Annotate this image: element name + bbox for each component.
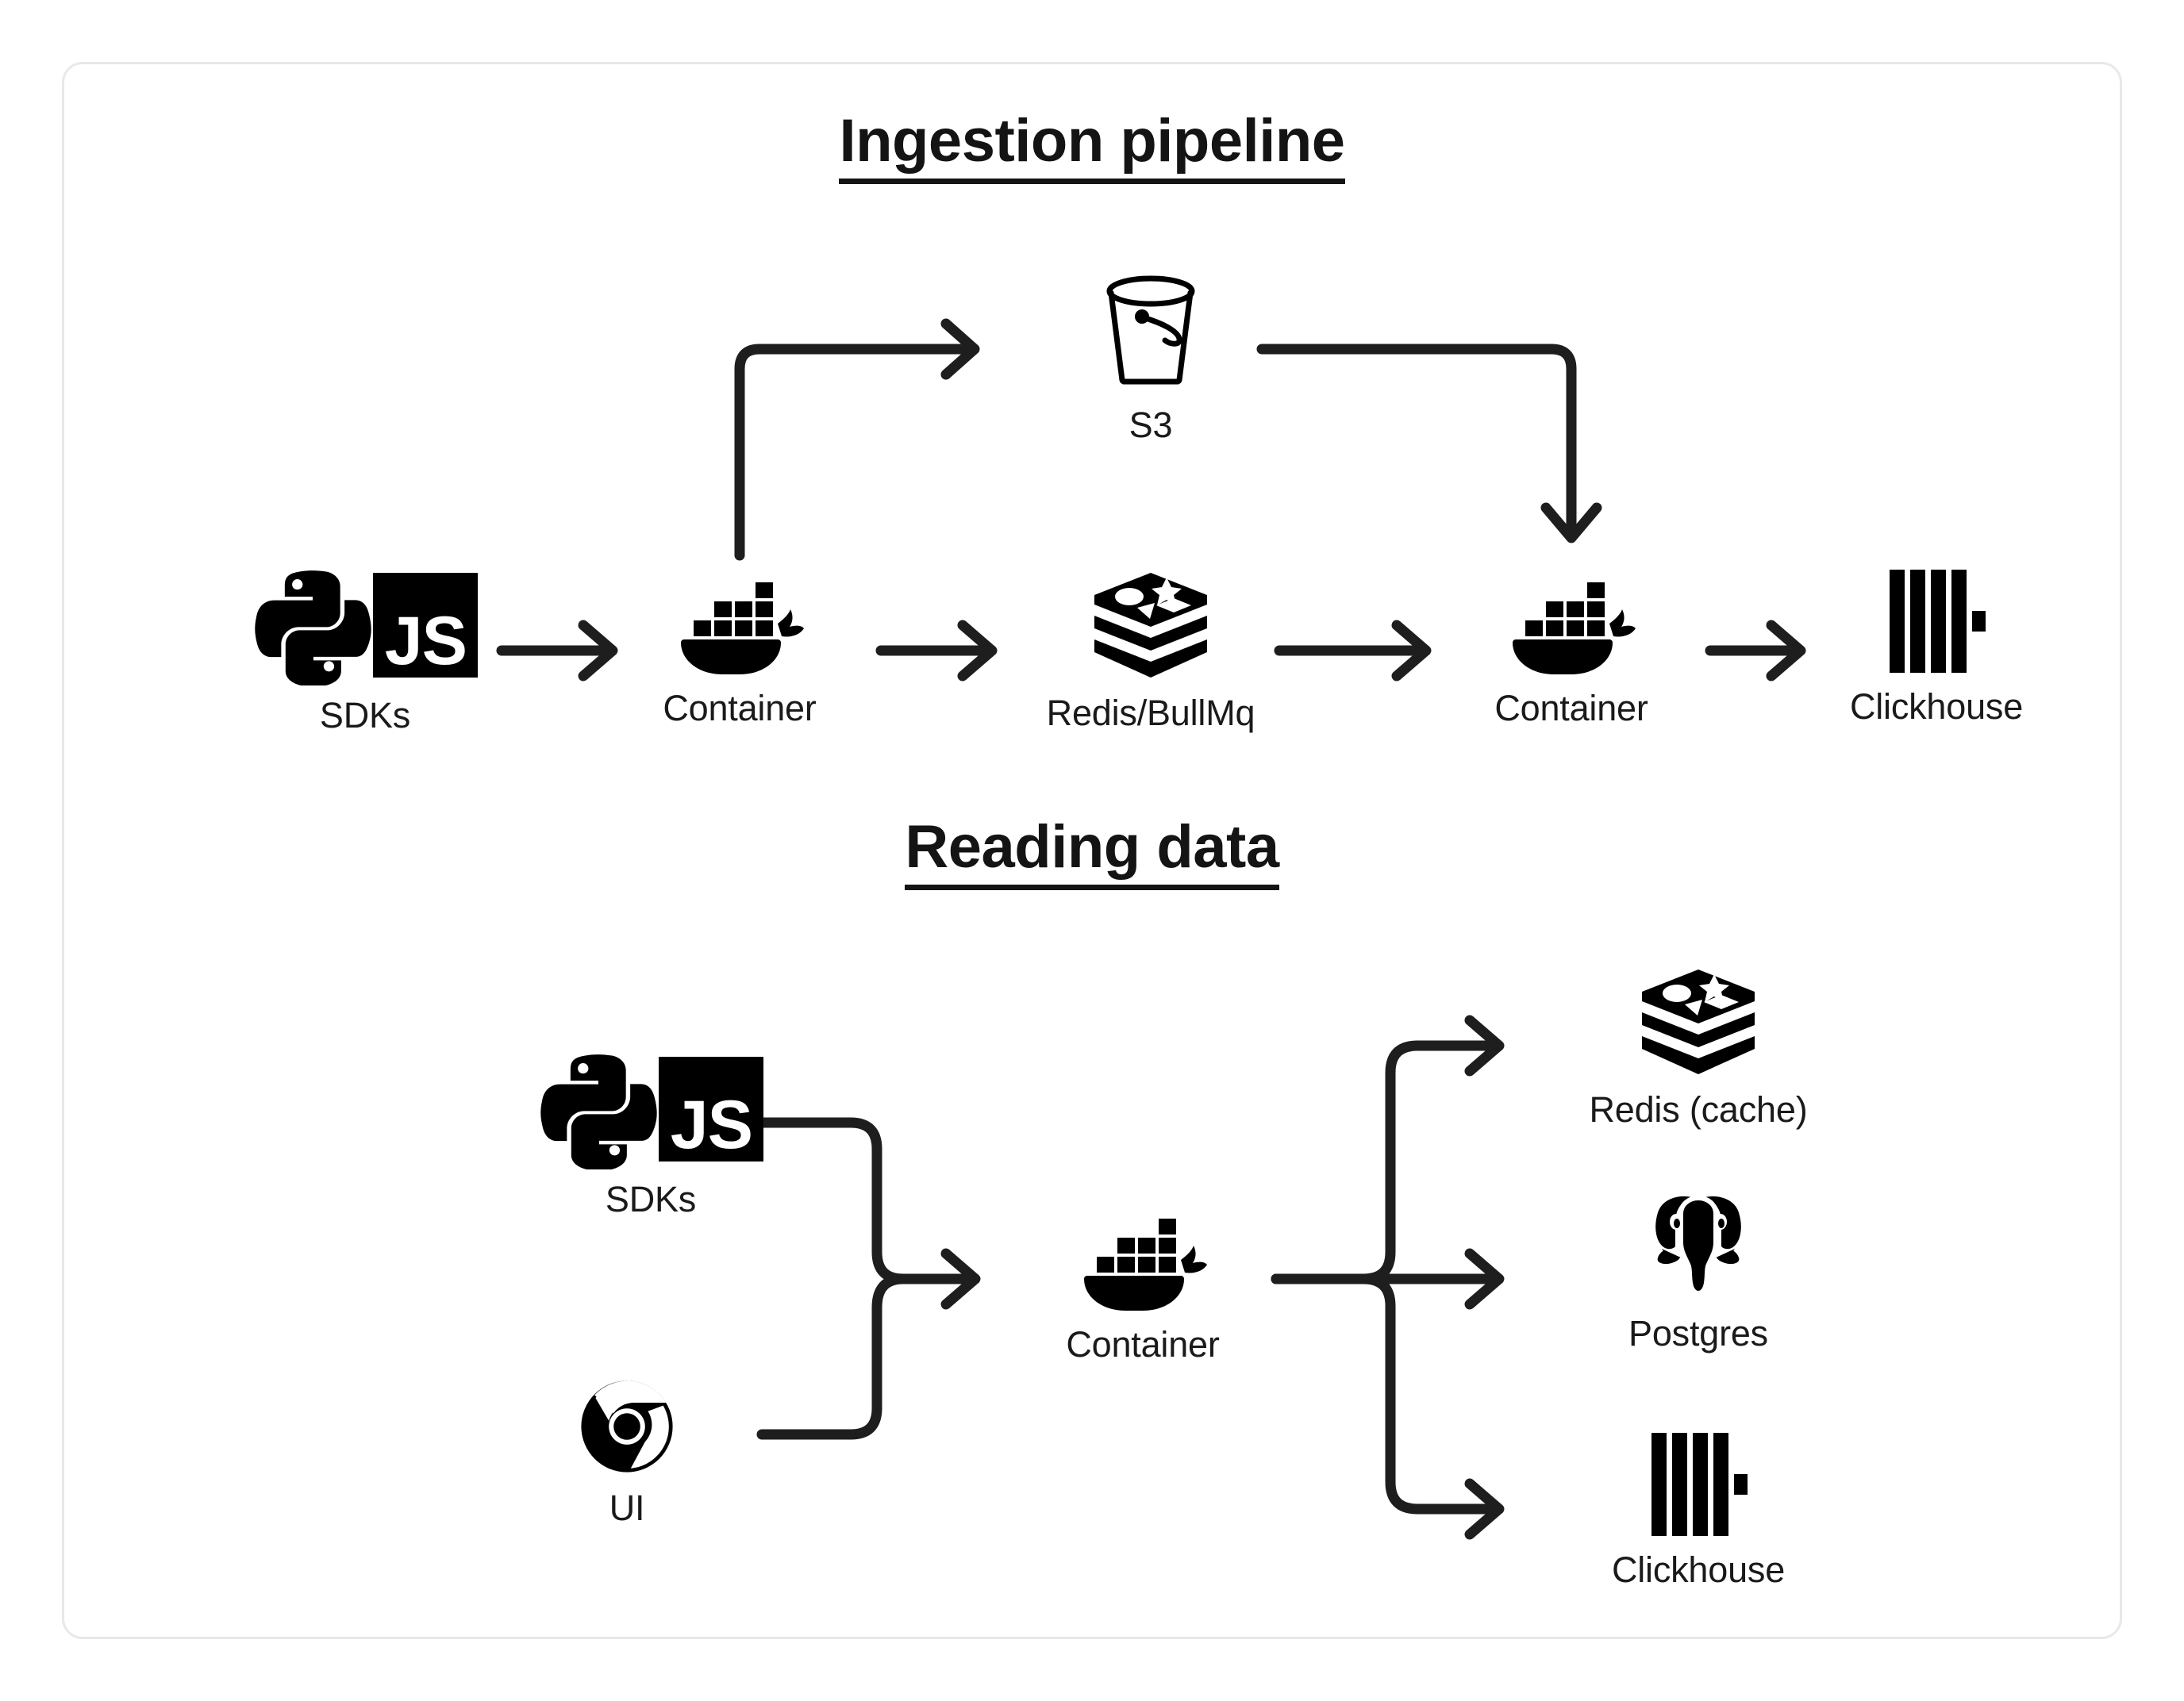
- section-title-reading: Reading data: [0, 817, 2184, 890]
- javascript-icon: JS: [373, 573, 478, 678]
- javascript-icon: JS: [659, 1057, 763, 1162]
- python-icon: [540, 1054, 657, 1169]
- node-clickhouse-reading[interactable]: Clickhouse: [1563, 1433, 1833, 1588]
- docker-whale-icon: [1076, 1212, 1209, 1315]
- python-icon: [255, 570, 371, 685]
- node-label-sdks-reading: SDKs: [605, 1179, 697, 1219]
- node-label-container-ingestion-2: Container: [1494, 688, 1648, 728]
- python-js-sdk-icon: JS: [538, 1049, 763, 1169]
- clickhouse-icon: [1886, 570, 1986, 677]
- node-label-container-reading: Container: [1066, 1324, 1220, 1365]
- node-redis-bullmq[interactable]: Redis/BullMq: [1032, 571, 1270, 731]
- chrome-glyph: [581, 1380, 673, 1473]
- s3-bucket-glyph: [1106, 275, 1195, 385]
- node-postgres[interactable]: Postgres: [1571, 1190, 1825, 1352]
- node-redis-cache[interactable]: Redis (cache): [1555, 968, 1841, 1128]
- node-container-ingestion-1[interactable]: Container: [644, 576, 835, 727]
- node-container-ingestion-2[interactable]: Container: [1476, 576, 1667, 727]
- edge-sdks2-to-container3: [756, 1117, 972, 1284]
- node-sdks-reading[interactable]: JS SDKs: [524, 1049, 778, 1218]
- section-title-ingestion-text: Ingestion pipeline: [839, 111, 1345, 184]
- postgres-elephant-icon: [1644, 1190, 1752, 1304]
- postgres-glyph: [1651, 1191, 1746, 1296]
- node-label-ui: UI: [609, 1488, 645, 1528]
- node-label-container-ingestion-1: Container: [663, 688, 817, 728]
- node-clickhouse-ingestion[interactable]: Clickhouse: [1825, 570, 2048, 725]
- docker-whale-icon: [673, 576, 806, 678]
- redis-glyph: [1642, 970, 1755, 1074]
- edge-container3-to-clickhouse: [1271, 1273, 1505, 1540]
- docker-whale-glyph: [681, 582, 804, 674]
- edge-s3-to-container2: [1256, 344, 1602, 543]
- node-container-reading[interactable]: Container: [1048, 1212, 1238, 1363]
- s3-bucket-icon: [1098, 274, 1203, 395]
- edge-container2-to-clickhouse: [1705, 620, 1806, 682]
- node-label-postgres: Postgres: [1628, 1313, 1768, 1354]
- clickhouse-icon: [1648, 1433, 1748, 1540]
- redis-icon: [1091, 571, 1210, 683]
- node-sdks-ingestion[interactable]: JS SDKs: [238, 565, 492, 734]
- node-label-clickhouse-reading: Clickhouse: [1611, 1549, 1786, 1590]
- node-label-redis-bullmq: Redis/BullMq: [1046, 693, 1255, 733]
- node-label-clickhouse-ingestion: Clickhouse: [1849, 686, 2024, 727]
- edge-container1-to-s3: [734, 318, 980, 561]
- edge-container3-to-redis-cache: [1271, 1015, 1505, 1284]
- edge-sdks-to-container1: [496, 620, 618, 682]
- section-title-reading-text: Reading data: [905, 817, 1279, 890]
- docker-whale-glyph: [1084, 1219, 1207, 1311]
- node-s3[interactable]: S3: [1040, 274, 1262, 443]
- edge-container1-to-redis: [875, 620, 998, 682]
- redis-icon: [1639, 968, 1758, 1080]
- node-label-sdks-ingestion: SDKs: [319, 695, 411, 735]
- redis-glyph: [1094, 573, 1207, 678]
- node-label-redis-cache: Redis (cache): [1589, 1089, 1808, 1130]
- edge-ui-to-container3: [756, 1248, 981, 1440]
- python-js-sdk-icon: JS: [252, 565, 478, 685]
- node-label-s3: S3: [1129, 405, 1173, 445]
- section-title-ingestion: Ingestion pipeline: [0, 111, 2184, 184]
- clickhouse-glyph: [1651, 1433, 1748, 1536]
- node-ui[interactable]: UI: [556, 1379, 698, 1526]
- clickhouse-glyph: [1890, 570, 1986, 673]
- chrome-icon: [579, 1379, 675, 1478]
- docker-whale-icon: [1505, 576, 1638, 678]
- diagram-card: [62, 62, 2122, 1639]
- docker-whale-glyph: [1513, 582, 1636, 674]
- edge-redis-to-container2: [1274, 620, 1432, 682]
